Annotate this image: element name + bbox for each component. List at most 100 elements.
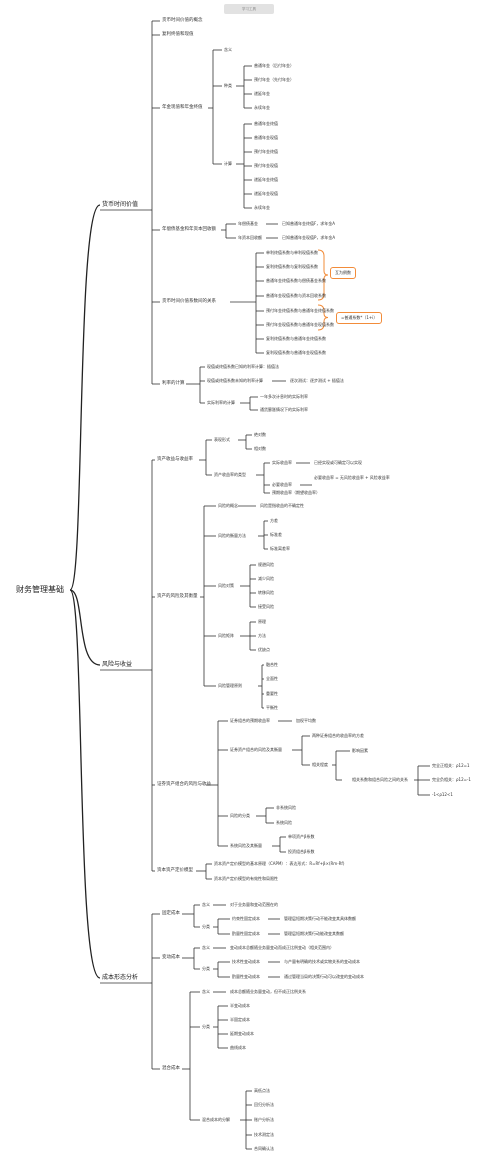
annuity-type-item[interactable]: 预付年金（先付年金） <box>254 77 294 82</box>
annuity-calc-item[interactable]: 递延年金终值 <box>254 177 278 182</box>
var-c2-note[interactable]: 通过管理当局的决策行动可以改变的变动成本 <box>284 974 364 979</box>
risk-matrix[interactable]: 风险矩阵 <box>218 633 234 638</box>
topic-risk[interactable]: 资产的风险及其衡量 <box>157 593 198 599</box>
fixed-c2[interactable]: 酌量性固定成本 <box>232 931 260 936</box>
topic-concept[interactable]: 货币时间价值的概念 <box>162 17 203 23</box>
topic-variable[interactable]: 变动成本 <box>162 954 180 960</box>
sys-item[interactable]: 单项资产β系数 <box>288 834 315 839</box>
annuity-type-item[interactable]: 普通年金（后付年金） <box>254 63 294 68</box>
branch-risk[interactable]: 风险与收益 <box>102 661 133 668</box>
counter-item[interactable]: 接受风险 <box>258 604 274 609</box>
relation-item[interactable]: 预付年金现值系数与普通年金现值系数 <box>266 322 334 327</box>
decompose-item[interactable]: 合同确认法 <box>254 1146 274 1151</box>
fixed-c2-note[interactable]: 管理层短期决策行动能改变其数额 <box>284 931 344 936</box>
portfolio-return[interactable]: 证券组合的预期收益率 <box>230 718 270 723</box>
asset-express[interactable]: 表现形式 <box>214 437 230 442</box>
topic-asset[interactable]: 资产收益与收益率 <box>157 456 193 462</box>
p-risk-variance[interactable]: 两种证券组合的收益率的方差 <box>312 733 364 738</box>
root-topic[interactable]: 财务管理基础 <box>16 585 64 594</box>
decompose-item[interactable]: 账户分析法 <box>254 1117 274 1122</box>
yield-required[interactable]: 必要收益率 <box>272 482 292 487</box>
corr-item[interactable]: 完全负相关：ρ12=-1 <box>432 777 471 782</box>
mixed-class[interactable]: 分类 <box>202 1024 210 1029</box>
corr-item[interactable]: 完全正相关：ρ12=1 <box>432 763 470 768</box>
measure-item[interactable]: 标准离差率 <box>270 546 290 551</box>
annuity-calc-item[interactable]: 普通年金现值 <box>254 135 278 140</box>
fund-sinking[interactable]: 年偿债基金 <box>238 221 258 226</box>
yield-required-note[interactable]: 必要收益率 = 无风险收益率 + 风险收益率 <box>314 475 390 480</box>
matrix-item[interactable]: 优缺点 <box>258 647 270 652</box>
annuity-type-item[interactable]: 永续年金 <box>254 105 270 110</box>
relation-item[interactable]: 复利终值系数与复利现值系数 <box>266 264 318 269</box>
rate-r3-item[interactable]: 一年多次计息时的实际利率 <box>260 394 308 399</box>
rate-r1[interactable]: 现值或终值系数已知的利率计算：插值法 <box>207 364 279 369</box>
portfolio-risk[interactable]: 证券资产组合的风险及其衡量 <box>230 747 282 752</box>
topic-mixed[interactable]: 混合成本 <box>162 1065 180 1071</box>
topic-portfolio[interactable]: 证券资产组合的风险与收益 <box>157 781 211 787</box>
class-item[interactable]: 非系统风险 <box>276 805 296 810</box>
var-c1[interactable]: 技术性变动成本 <box>232 959 260 964</box>
fund-recovery[interactable]: 年资本回收额 <box>238 235 262 240</box>
sys-item[interactable]: 投资组合β系数 <box>288 849 315 854</box>
topic-compound[interactable]: 复利终值和现值 <box>162 31 194 37</box>
relation-item[interactable]: 普通年金终值系数与偿债基金系数 <box>266 278 326 283</box>
annuity-calc-item[interactable]: 递延年金现值 <box>254 191 278 196</box>
var-meaning[interactable]: 含义 <box>202 945 210 950</box>
express-item[interactable]: 绝对数 <box>254 432 266 437</box>
portfolio-return-note[interactable]: 加权平均数 <box>296 718 316 723</box>
annuity-calc[interactable]: 计算 <box>224 161 232 166</box>
decompose-item[interactable]: 回归分析法 <box>254 1102 274 1107</box>
mixed-decompose[interactable]: 混合成本的分解 <box>202 1117 230 1122</box>
yield-actual-note[interactable]: 已经实现或可确定可以实现 <box>314 460 362 465</box>
relation-item[interactable]: 复利现值系数与普通年金现值系数 <box>266 350 326 355</box>
topic-capm[interactable]: 资本资产定价模型 <box>157 867 193 873</box>
corr-item[interactable]: -1<ρ12<1 <box>432 792 453 797</box>
topic-annuity[interactable]: 年金现值和年金终值 <box>162 104 203 110</box>
topic-rate[interactable]: 利率的计算 <box>162 380 185 386</box>
relation-item[interactable]: 普通年金现值系数与资本回收系数 <box>266 293 326 298</box>
capm-limits[interactable]: 资本资产定价模型的有效性和局限性 <box>214 876 278 881</box>
principle-item[interactable]: 全面性 <box>266 676 278 681</box>
yield-actual[interactable]: 实际收益率 <box>272 460 292 465</box>
portfolio-sys[interactable]: 系统风险及其衡量 <box>230 843 262 848</box>
matrix-item[interactable]: 方法 <box>258 633 266 638</box>
annuity-calc-item[interactable]: 普通年金终值 <box>254 121 278 126</box>
var-meaning-note[interactable]: 变动成本总额随业务量变动而成正比例变动（相关范围内） <box>230 945 334 950</box>
relation-item[interactable]: 单利终值系数与单利现值系数 <box>266 250 318 255</box>
topic-relation[interactable]: 货币时间价值系数间的关系 <box>162 298 216 304</box>
risk-concept-note[interactable]: 风险是指收益的不确定性 <box>260 503 304 508</box>
principle-item[interactable]: 重要性 <box>266 691 278 696</box>
risk-concept[interactable]: 风险的概念 <box>218 503 238 508</box>
counter-item[interactable]: 减少风险 <box>258 576 274 581</box>
annuity-calc-item[interactable]: 永续年金 <box>254 205 270 210</box>
topic-fixed[interactable]: 固定成本 <box>162 910 180 916</box>
fixed-meaning-note[interactable]: 对于业务量和变动范围在的 <box>230 902 278 907</box>
mixed-item[interactable]: 半固定成本 <box>230 1017 250 1022</box>
yield-expected[interactable]: 预期收益率（期望收益率） <box>272 490 320 495</box>
rate-r3[interactable]: 实际利率的计算 <box>207 400 235 405</box>
risk-counter[interactable]: 风险对策 <box>218 583 234 588</box>
matrix-item[interactable]: 原理 <box>258 619 266 624</box>
fund-sinking-note[interactable]: 已知普通年金终值F，求年金A <box>282 221 336 226</box>
annuity-type-item[interactable]: 递延年金 <box>254 91 270 96</box>
annuity-calc-item[interactable]: 预付年金终值 <box>254 149 278 154</box>
fixed-c1[interactable]: 约束性固定成本 <box>232 916 260 921</box>
risk-principle[interactable]: 风险管理原则 <box>218 683 242 688</box>
mixed-meaning-note[interactable]: 成本总额随业务量变动，但不成正比例关系 <box>230 989 306 994</box>
fund-recovery-note[interactable]: 已知普通年金现值P，求年金A <box>282 235 336 240</box>
rate-r3-item[interactable]: 通货膨胀情况下的实际利率 <box>260 407 308 412</box>
var-c2[interactable]: 酌量性变动成本 <box>232 974 260 979</box>
branch-money[interactable]: 货币时间价值 <box>102 201 139 208</box>
fixed-class[interactable]: 分类 <box>202 924 210 929</box>
counter-item[interactable]: 规避风险 <box>258 562 274 567</box>
corr-relation[interactable]: 相关系数和组合风险之间的关系 <box>352 777 408 782</box>
mixed-item[interactable]: 延期变动成本 <box>230 1031 254 1036</box>
principle-item[interactable]: 融合性 <box>266 662 278 667</box>
corr-influence[interactable]: 影响因素 <box>352 748 368 753</box>
capm-principle[interactable]: 资本资产定价模型的基本原理（CAPM）：表达形式：R=Rf+β×(Rm-Rf) <box>214 861 345 866</box>
var-class[interactable]: 分类 <box>202 966 210 971</box>
mixed-item[interactable]: 曲线成本 <box>230 1045 246 1050</box>
measure-item[interactable]: 标准差 <box>270 532 282 537</box>
mixed-meaning[interactable]: 含义 <box>202 989 210 994</box>
annuity-types[interactable]: 种类 <box>224 83 232 88</box>
